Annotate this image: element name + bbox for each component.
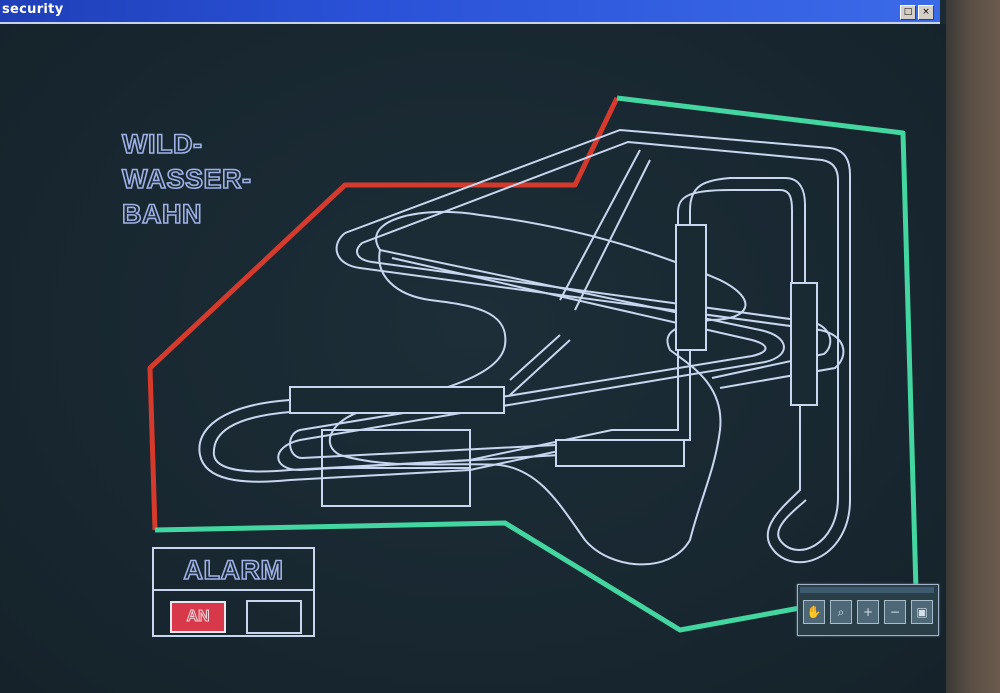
station-lower[interactable] [555, 439, 685, 467]
ride-title-line-1: WILD- [121, 128, 203, 160]
plus-icon[interactable]: + [857, 600, 879, 624]
security-window: security □ × [0, 0, 946, 693]
fit-icon[interactable]: ▣ [911, 600, 933, 624]
track-upper-loop [335, 128, 851, 564]
window-controls: □ × [900, 5, 934, 20]
map-toolbox: ✋ ⌕ + − ▣ [797, 584, 939, 636]
station-right[interactable] [790, 282, 818, 406]
track-middle-loop-inner [289, 257, 767, 460]
ride-title-line-3: BAHN [121, 198, 202, 230]
hand-icon[interactable]: ✋ [803, 600, 825, 624]
track-diagonal [509, 149, 651, 396]
window-title: security [2, 2, 64, 17]
zoom-icon[interactable]: ⌕ [830, 600, 852, 624]
minus-icon[interactable]: − [884, 600, 906, 624]
alarm-on-button[interactable]: AN [170, 601, 226, 633]
ride-map [147, 95, 919, 633]
title-bar[interactable]: security □ × [0, 0, 940, 24]
alarm-header: ALARM [154, 549, 313, 591]
alarm-off-button[interactable] [246, 600, 302, 634]
track-lower-hairpin [198, 177, 806, 483]
ride-title: WILD- WASSER- BAHN [121, 127, 322, 232]
stations [289, 224, 818, 507]
station-left[interactable] [289, 386, 505, 414]
alarm-panel: ALARM AN [152, 547, 315, 637]
toolbox-buttons: ✋ ⌕ + − ▣ [803, 600, 933, 624]
track-upper-loop-inner [356, 140, 839, 551]
close-button[interactable]: × [918, 5, 934, 20]
track-middle-loop [277, 249, 785, 472]
maximize-button[interactable]: □ [900, 5, 916, 20]
ride-title-line-2: WASSER- [121, 163, 252, 195]
toolbox-titlebar[interactable] [800, 587, 934, 593]
alarm-label: ALARM [183, 554, 284, 586]
station-upper-right[interactable] [675, 224, 707, 351]
security-map-canvas: WILD- WASSER- BAHN ALARM AN ✋ ⌕ + − ▣ [0, 24, 946, 693]
